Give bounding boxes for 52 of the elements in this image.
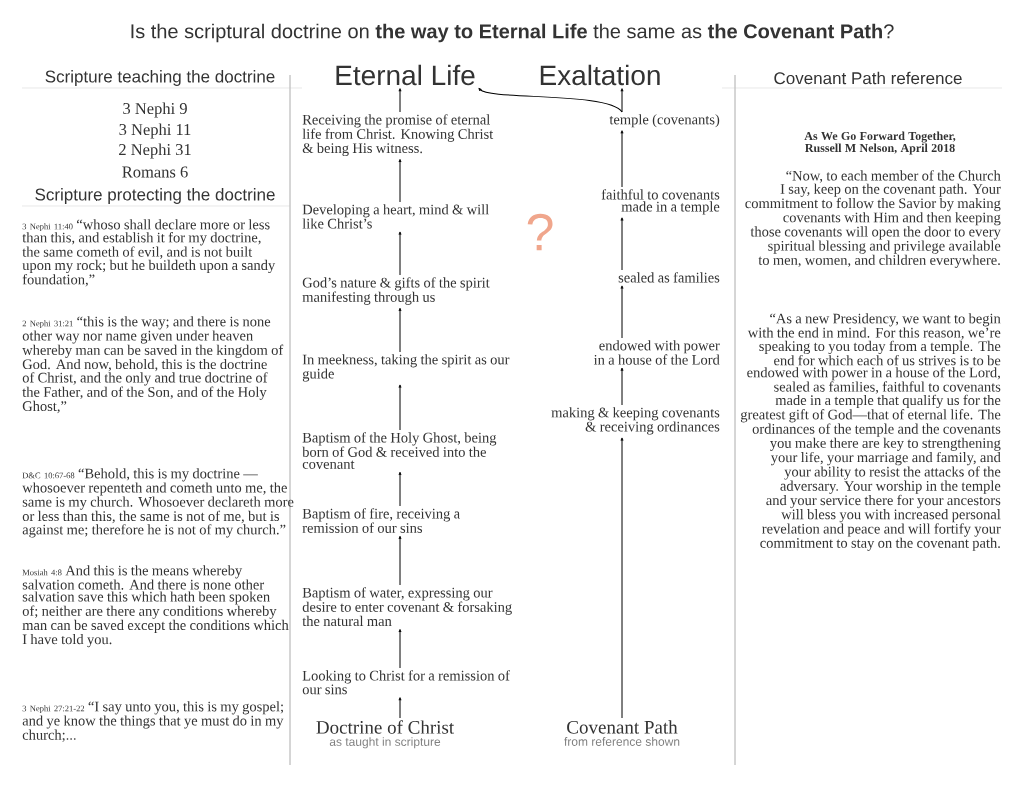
scripture-quote: 3 Nephi 11:40 “whoso shall declare more or less than this, and establish it for my doctrine, the same cometh of evil, and is not built upon my rock; but he buildeth upon a sandy foundation,” [22, 219, 276, 287]
scripture-quote: Mosiah 4:8 And this is the means whereby salvation cometh. And there is none other salvation save this which hath been spoken of; neither are there any conditions whereby man can be saved except the conditions which I have told you. [22, 565, 289, 648]
arrow [398, 471, 402, 507]
goal-heading: Exaltation [540, 64, 660, 86]
step-text: In meekness, taking the spirit as our guide [302, 354, 510, 382]
arrow [398, 159, 402, 203]
step-text: Baptism of the Holy Ghost, being born of God & received into the covenant [302, 432, 497, 469]
arrow [398, 384, 402, 431]
path-heading: Covenant Path [567, 720, 678, 734]
step-text: sealed as families [618, 272, 720, 283]
step-text: making & keeping covenants & receiving ordinances [551, 407, 720, 435]
arrow [620, 130, 624, 188]
arrow [398, 629, 402, 669]
scripture-quote: 3 Nephi 27:21-22 “I say unto you, this is my gospel; and ye know the things that ye must do in my church;... [22, 701, 284, 742]
arrow [398, 697, 402, 719]
arrow [398, 88, 402, 113]
title: Is the scriptural doctrine on the way to Eternal Life the same as the Covenant Path? [131, 23, 894, 43]
arrow [620, 285, 624, 339]
step-text: Baptism of fire, receiving a remission of our sins [302, 508, 460, 533]
subheading: from reference shown [564, 737, 680, 746]
subheading: as taught in scripture [329, 737, 441, 749]
arrow [398, 535, 402, 586]
arrow [620, 88, 624, 113]
quote-paragraph: “As a new Presidency, we want to begin with the end in mind. For this reason, we’re speaking to you today from a temple. The end for which each of us strives is to be endowed with power in a house of the Lord, sealed as families, faithful to covenants made in a temple that qualify us for the greatest gift of God—that of eternal life. The ordinances of the temple and the covenants you make there are key to strengthening your life, your marriage and family, and your ability to resist the attacks of the adversary. Your worship in the temple and your service there for your ancestors will bless you with increased personal revelation and peace and will fortify your commitment to stay on the covenant path. [740, 313, 1001, 551]
goal-heading: Eternal Life [336, 64, 475, 86]
arrow [398, 231, 402, 276]
path-heading: Doctrine of Christ [316, 720, 454, 734]
section-heading: Scripture protecting the doctrine [35, 188, 275, 204]
step-text: Developing a heart, mind & will like Christ’s [302, 204, 489, 229]
arrow [620, 437, 624, 719]
step-text: temple (covenants) [609, 114, 720, 128]
citation: As We Go Forward Together, Russell M Nelson, April 2018 [804, 131, 956, 155]
scripture-reference: 3 Nephi 11 [119, 123, 191, 139]
quote-paragraph: “Now, to each member of the Church I say, keep on the covenant path. Your commitment to follow the Savior by making covenants with Him and then keeping those covenants will open the door to every spiritual blessing and privilege available to men, women, and children everywhere. [745, 170, 1001, 268]
arrow [620, 217, 624, 271]
scripture-quote: 2 Nephi 31:21 “this is the way; and there is none other way nor name given under heaven whereby man can be saved in the kingdom of God. And now, behold, this is the doctrine of Christ, and the only and true doctrine of the Father, and of the Son, and of the Holy Ghost,” [22, 316, 284, 414]
step-text: God’s nature & gifts of the spirit manifesting through us [302, 277, 490, 305]
step-text: Baptism of water, expressing our desire to enter covenant & forsaking the natural man [302, 587, 512, 627]
step-text: Receiving the promise of eternal life from Christ. Knowing Christ & being His witness. [302, 114, 494, 157]
arrow [398, 307, 402, 353]
section-heading: Scripture teaching the doctrine [45, 70, 275, 86]
step-text: endowed with power in a house of the Lord [593, 340, 720, 365]
question-mark: ? [527, 213, 553, 251]
step-text: Looking to Christ for a remission of our sins [302, 670, 510, 695]
scripture-reference: 2 Nephi 31 [119, 143, 191, 159]
arrow [620, 367, 624, 406]
scripture-quote: D&C 10:67-68 “Behold, this is my doctrine — whosoever repenteth and cometh unto me, the same is my church. Whosoever declareth more or less than this, the same is not of me, but is against me; therefore he is not of my church.” [22, 468, 294, 538]
scripture-reference: Romans 6 [122, 166, 188, 178]
scripture-reference: 3 Nephi 9 [123, 102, 187, 118]
arrow [478, 87, 623, 113]
section-heading: Covenant Path reference [774, 71, 962, 85]
step-text: faithful to covenants made in a temple [601, 189, 720, 215]
